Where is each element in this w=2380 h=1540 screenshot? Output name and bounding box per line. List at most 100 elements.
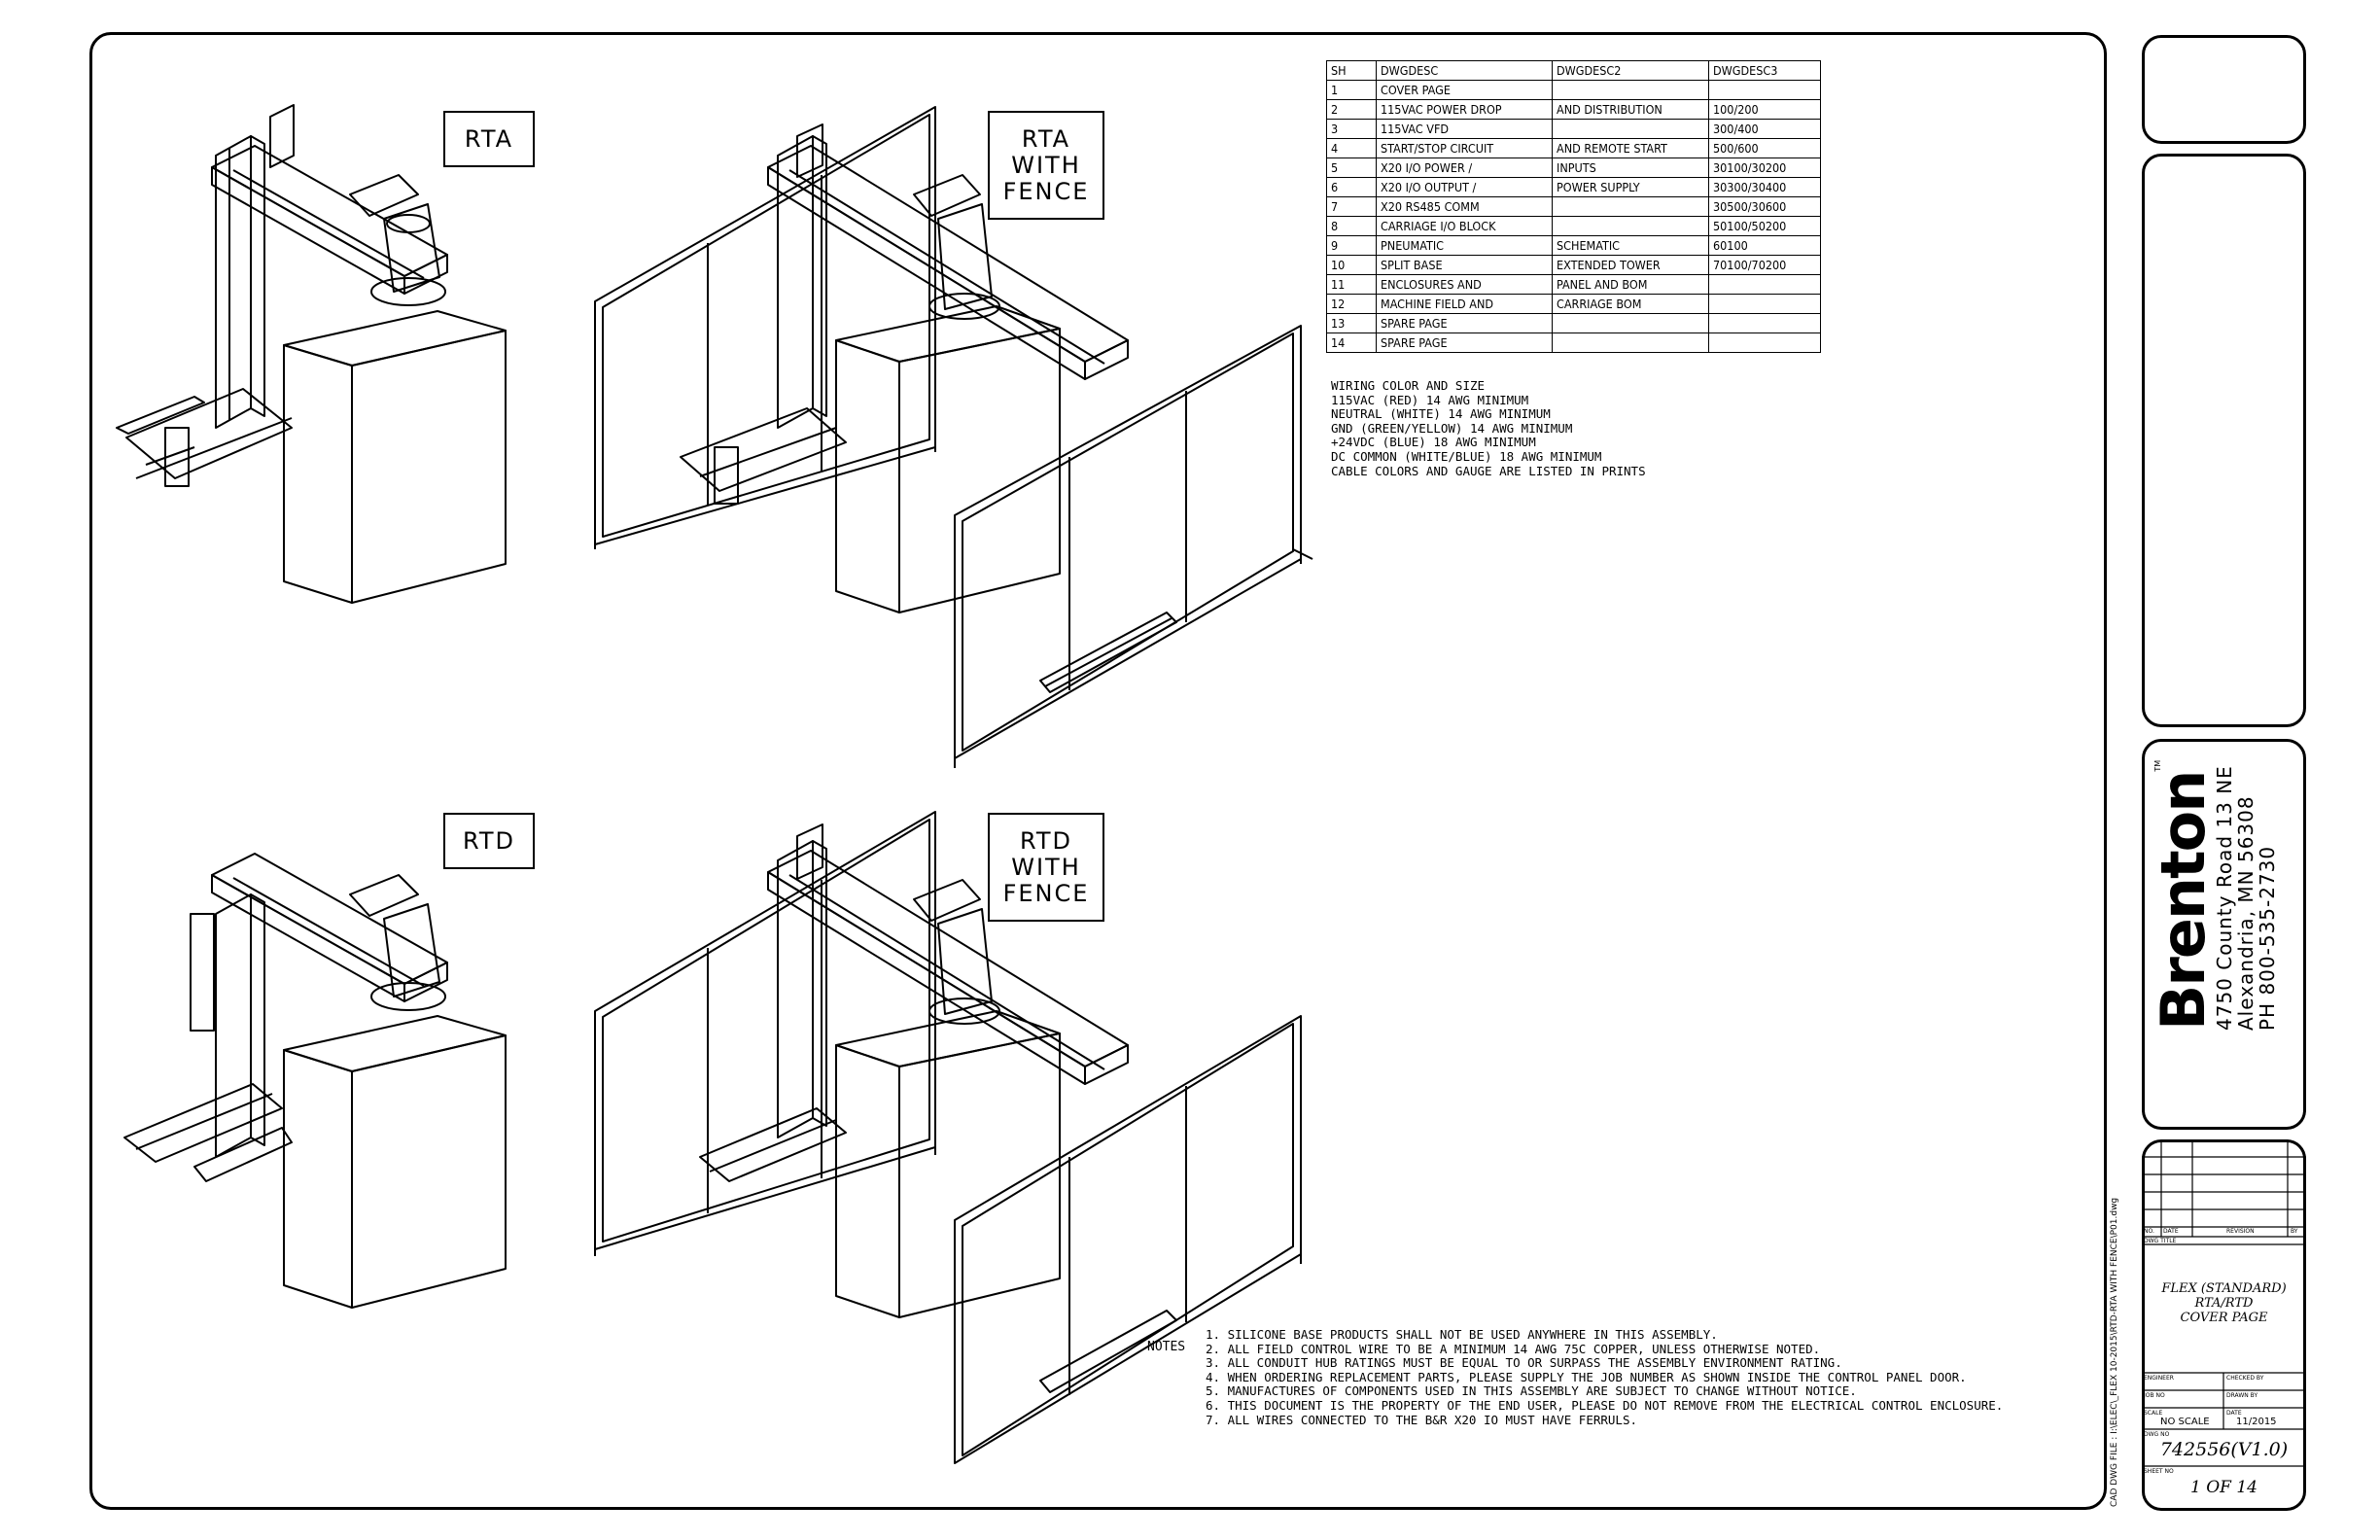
label-rtd: RTD xyxy=(443,813,535,869)
note-item: 3. ALL CONDUIT HUB RATINGS MUST BE EQUAL… xyxy=(1206,1355,1842,1371)
sheet-number: 1 OF 14 xyxy=(2190,1478,2258,1497)
drawing-title-line1: FLEX (STANDARD) xyxy=(2161,1281,2287,1296)
table-cell: 30300/30400 xyxy=(1708,177,1821,197)
table-cell xyxy=(1708,274,1821,295)
date-value: 11/2015 xyxy=(2236,1417,2277,1427)
table-cell: 13 xyxy=(1326,313,1377,333)
company-address2: Alexandria, MN 56308 xyxy=(2234,795,2258,1031)
label-rta-with-fence: RTA WITH FENCE xyxy=(988,111,1104,220)
table-cell: POWER SUPPLY xyxy=(1552,177,1709,197)
table-cell: 11 xyxy=(1326,274,1377,295)
table-cell: 12 xyxy=(1326,294,1377,314)
table-cell: AND DISTRIBUTION xyxy=(1552,99,1709,120)
company-logo: Brenton xyxy=(2148,771,2219,1031)
drawing-title-line2: RTA/RTD xyxy=(2194,1296,2254,1311)
table-cell xyxy=(1552,313,1709,333)
table-cell xyxy=(1708,294,1821,314)
wiring-line: NEUTRAL (WHITE) 14 AWG MINIMUM xyxy=(1331,406,1551,422)
rev-date-header: DATE xyxy=(2163,1228,2179,1235)
table-cell: PANEL AND BOM xyxy=(1552,274,1709,295)
table-cell: 115VAC POWER DROP xyxy=(1376,99,1553,120)
table-cell: CARRIAGE BOM xyxy=(1552,294,1709,314)
scale-value: NO SCALE xyxy=(2160,1417,2210,1427)
job-label: JOB NO xyxy=(2144,1392,2165,1399)
wiring-line: 115VAC (RED) 14 AWG MINIMUM xyxy=(1331,392,1529,407)
title-block-company xyxy=(2142,739,2306,1130)
table-cell: X20 RS485 COMM xyxy=(1376,196,1553,217)
wiring-line: CABLE COLORS AND GAUGE ARE LISTED IN PRI… xyxy=(1331,463,1646,478)
table-cell: 6 xyxy=(1326,177,1377,197)
table-cell xyxy=(1552,196,1709,217)
title-block-info xyxy=(2142,1139,2306,1511)
table-cell xyxy=(1552,216,1709,236)
rta-fence-machine xyxy=(594,106,1313,768)
table-cell: 30500/30600 xyxy=(1708,196,1821,217)
table-cell: 14 xyxy=(1326,332,1377,353)
table-cell: AND REMOTE START xyxy=(1552,138,1709,158)
drawn-label: DRAWN BY xyxy=(2226,1392,2258,1399)
table-cell: 4 xyxy=(1326,138,1377,158)
table-cell: ENCLOSURES AND xyxy=(1376,274,1553,295)
table-cell: COVER PAGE xyxy=(1376,80,1553,100)
rtd-machine xyxy=(123,853,507,1309)
table-cell: PNEUMATIC xyxy=(1376,235,1553,256)
title-block-top xyxy=(2142,35,2306,144)
dwg-title-label: DWG TITLE xyxy=(2144,1238,2177,1244)
table-cell: SPARE PAGE xyxy=(1376,332,1553,353)
drawing-title: FLEX (STANDARD) RTA/RTD COVER PAGE xyxy=(2142,1281,2306,1325)
notes-list: 1. SILICONE BASE PRODUCTS SHALL NOT BE U… xyxy=(1206,1327,2004,1427)
table-cell: X20 I/O POWER / xyxy=(1376,158,1553,178)
company-address1: 4750 County Road 13 NE xyxy=(2213,765,2236,1031)
date-label: DATE xyxy=(2226,1410,2242,1417)
label-rta: RTA xyxy=(443,111,535,167)
company-info: Brenton TM 4750 County Road 13 NE Alexan… xyxy=(2148,759,2279,1031)
table-cell: 10 xyxy=(1326,255,1377,275)
note-item: 7. ALL WIRES CONNECTED TO THE B&R X20 IO… xyxy=(1206,1412,1638,1427)
header-dwgdesc3: DWGDESC3 xyxy=(1708,60,1821,81)
checked-label: CHECKED BY xyxy=(2226,1375,2264,1382)
table-cell: CARRIAGE I/O BLOCK xyxy=(1376,216,1553,236)
note-item: 4. WHEN ORDERING REPLACEMENT PARTS, PLEA… xyxy=(1206,1369,1967,1384)
note-item: 1. SILICONE BASE PRODUCTS SHALL NOT BE U… xyxy=(1206,1327,1718,1342)
table-cell: 100/200 xyxy=(1708,99,1821,120)
table-cell: SCHEMATIC xyxy=(1552,235,1709,256)
table-cell: 9 xyxy=(1326,235,1377,256)
table-cell: SPARE PAGE xyxy=(1376,313,1553,333)
wiring-line: GND (GREEN/YELLOW) 14 AWG MINIMUM xyxy=(1331,420,1573,436)
dwg-no-label: DWG NO xyxy=(2144,1431,2170,1438)
table-cell: START/STOP CIRCUIT xyxy=(1376,138,1553,158)
table-cell xyxy=(1552,119,1709,139)
company-phone: PH 800-535-2730 xyxy=(2256,845,2279,1031)
label-rtd-with-fence: RTD WITH FENCE xyxy=(988,813,1104,922)
note-item: 2. ALL FIELD CONTROL WIRE TO BE A MINIMU… xyxy=(1206,1341,1821,1356)
table-cell: 115VAC VFD xyxy=(1376,119,1553,139)
table-cell: 50100/50200 xyxy=(1708,216,1821,236)
rev-no-header: NO. xyxy=(2144,1228,2154,1235)
engineer-label: ENGINEER xyxy=(2144,1375,2174,1382)
table-cell: INPUTS xyxy=(1552,158,1709,178)
rev-by-header: BY xyxy=(2291,1228,2298,1235)
table-cell: 70100/70200 xyxy=(1708,255,1821,275)
rev-revision-header: REVISION xyxy=(2226,1228,2255,1235)
trademark: TM xyxy=(2153,759,2162,772)
title-block-blank xyxy=(2142,154,2306,727)
table-cell: 2 xyxy=(1326,99,1377,120)
note-item: 6. THIS DOCUMENT IS THE PROPERTY OF THE … xyxy=(1206,1397,2004,1413)
table-cell xyxy=(1708,332,1821,353)
table-cell: 5 xyxy=(1326,158,1377,178)
table-cell: X20 I/O OUTPUT / xyxy=(1376,177,1553,197)
table-cell: MACHINE FIELD AND xyxy=(1376,294,1553,314)
drawing-border xyxy=(89,32,2107,1510)
notes-title: NOTES xyxy=(1147,1340,1186,1354)
